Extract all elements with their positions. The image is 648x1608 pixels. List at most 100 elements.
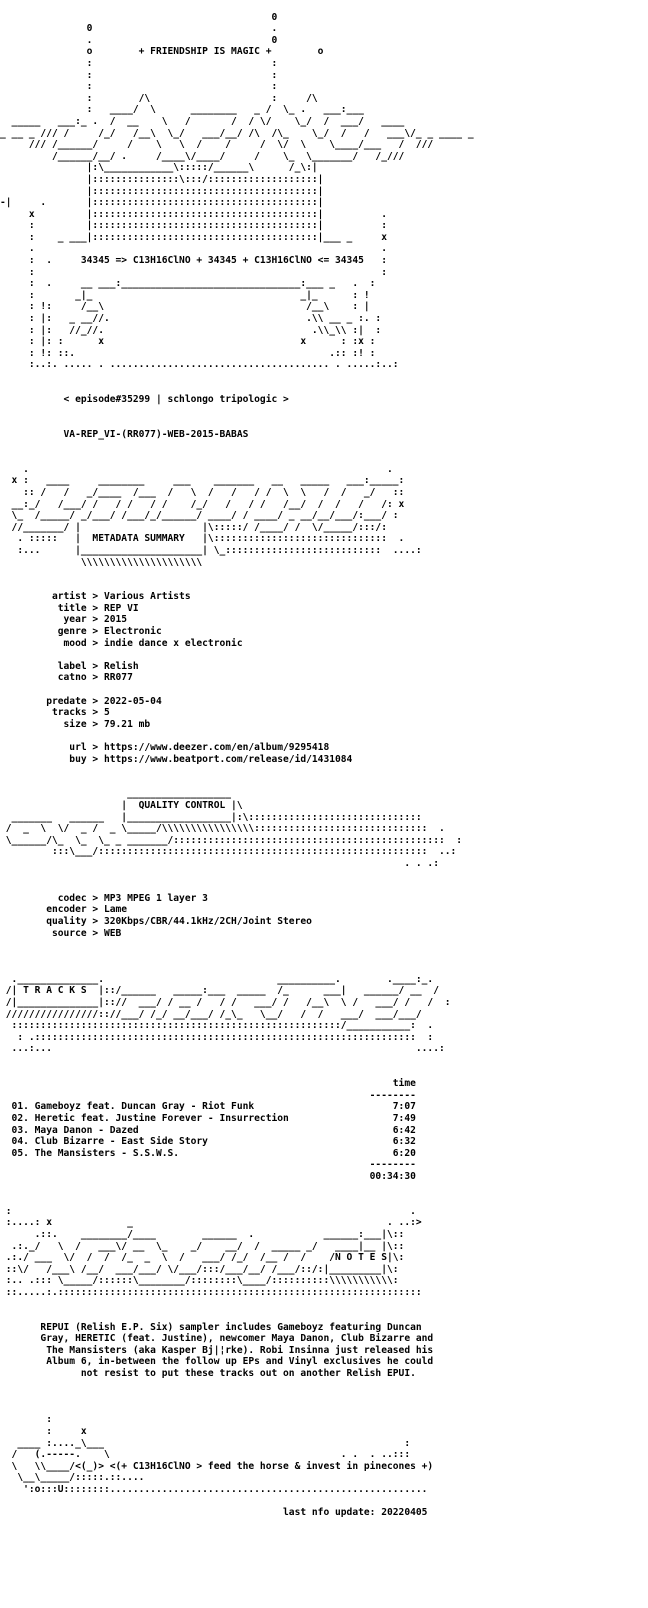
nfo-line: :.. .::: \_____/::::::\________/::::::::… — [0, 1275, 399, 1287]
nfo-line: . . — [0, 463, 393, 475]
nfo-line: : . 34345 => C13H16ClNO + 34345 + C13H16… — [0, 255, 387, 267]
nfo-line: buy > https://www.beatport.com/release/i… — [0, 753, 353, 765]
nfo-line — [0, 1183, 648, 1195]
nfo-line: x : ____ ________ ___ _______ __ _____ _… — [0, 475, 405, 487]
nfo-line: : |:::::::::::::::::::::::::::::::::::::… — [0, 220, 387, 232]
nfo-line: /|______________|::// ___/ / __ / / / __… — [0, 997, 451, 1009]
nfo-line — [0, 649, 648, 661]
nfo-line: : _ ___|::::::::::::::::::::::::::::::::… — [0, 231, 387, 243]
nfo-line: : — [0, 1414, 52, 1426]
nfo-line — [0, 441, 648, 453]
nfo-line: label > Relish — [0, 660, 139, 672]
nfo-line: 0 . — [0, 23, 278, 35]
nfo-line: _____ ___:_ . / __ \ / / / \/ \_/ / ___/… — [0, 115, 405, 127]
nfo-line: : .:::::::::::::::::::::::::::::::::::::… — [0, 1031, 434, 1043]
nfo-line — [0, 1310, 648, 1322]
nfo-line: .::. ________/____ ______ . ______:___|\… — [0, 1228, 405, 1240]
nfo-line: . ::::: | METADATA SUMMARY |\:::::::::::… — [0, 533, 405, 545]
nfo-line: : |: _ __//. .\\ __ _ :. : — [0, 313, 382, 325]
nfo-line: /______/__/ . /____\/____/ / \_ \_______… — [0, 150, 405, 162]
nfo-line: ____ :...._\___ : — [0, 1437, 411, 1449]
nfo-line: .______________. __________. .____:_. — [0, 973, 434, 985]
nfo-line: : x — [0, 1426, 87, 1438]
nfo-line — [0, 1055, 648, 1067]
nfo-line: : !: ::. .:: :! : — [0, 347, 376, 359]
nfo-line: catno > RR077 — [0, 672, 133, 684]
nfo-line: |:::::::::::::::\:::/:::::::::::::::::::… — [0, 173, 324, 185]
nfo-line: predate > 2022-05-04 — [0, 695, 162, 707]
nfo-line — [0, 730, 648, 742]
nfo-line: ::::::::::::::::::::::::::::::::::::::::… — [0, 1020, 434, 1032]
nfo-line: time — [0, 1078, 416, 1090]
nfo-line: __________________ — [0, 788, 232, 800]
nfo-line: __:_/ /___/ / / / / / /_/ / / / /__/ / /… — [0, 498, 405, 510]
nfo-line: . . .: — [0, 857, 439, 869]
nfo-line: : |: : x x : :x : — [0, 336, 376, 348]
nfo-line: :::\___/::::::::::::::::::::::::::::::::… — [0, 846, 457, 858]
nfo-line — [0, 0, 648, 12]
nfo-line — [0, 580, 648, 592]
nfo-line: ::.....:.:::::::::::::::::::::::::::::::… — [0, 1286, 422, 1298]
nfo-line — [0, 881, 648, 893]
nfo-line: 04. Club Bizarre - East Side Story 6:32 — [0, 1136, 416, 1148]
nfo-line: : /\ : /\ — [0, 92, 318, 104]
nfo-line: _______ ______ |__________________|:\:::… — [0, 811, 422, 823]
nfo-line — [0, 568, 648, 580]
nfo-line — [0, 951, 648, 963]
nfo-line: genre > Electronic — [0, 626, 162, 638]
nfo-line — [0, 383, 648, 395]
nfo-line: REPUI (Relish E.P. Six) sampler includes… — [0, 1321, 422, 1333]
nfo-line: / _ \ \/ _ / _ \_____/\\\\\\\\\\\\\\\\::… — [0, 823, 445, 835]
nfo-line: .:./ ___ \/ / / /_ _ \ / ___/ /_/ /__ / … — [0, 1252, 405, 1264]
nfo-line: \______/\_ \_ \_ _ _______/:::::::::::::… — [0, 834, 463, 846]
nfo-line: Gray, HERETIC (feat. Justine), newcomer … — [0, 1333, 434, 1345]
nfo-document: 0 0 . . 0 o + FRIENDSHIP IS MAGIC + o : — [0, 0, 648, 1519]
nfo-line — [0, 1403, 648, 1415]
nfo-line: title > REP VI — [0, 602, 139, 614]
nfo-line: -| . |::::::::::::::::::::::::::::::::::… — [0, 197, 324, 209]
nfo-line: /| T R A C K S |::/______ _____:___ ____… — [0, 985, 439, 997]
nfo-line: |:\____________\:::::/______\ /_\:| — [0, 162, 318, 174]
nfo-line: : : — [0, 69, 278, 81]
nfo-line: 0 — [0, 11, 278, 23]
nfo-line: ...:... ....: — [0, 1043, 445, 1055]
nfo-line: : : — [0, 81, 278, 93]
nfo-line — [0, 1299, 648, 1311]
nfo-line: The Mansisters (aka Kasper Bj|¦rke). Rob… — [0, 1344, 434, 1356]
nfo-line: .:._/ \ / ___\/ __ \_ _/ __/ / _____ _/ … — [0, 1240, 405, 1252]
nfo-line: < episode#35299 | schlongo tripologic > — [0, 394, 289, 406]
nfo-line: \\\\\\\\\\\\\\\\\\\\\ — [0, 556, 203, 568]
nfo-line — [0, 777, 648, 789]
nfo-line: o + FRIENDSHIP IS MAGIC + o — [0, 46, 324, 58]
nfo-line: _ __ _ /// / /_/ /__\ \_/ ___/__/ /\ /\_… — [0, 127, 474, 139]
nfo-line: \ \\____/<(_)> <(+ C13H16ClNO > feed the… — [0, 1460, 434, 1472]
nfo-line — [0, 684, 648, 696]
nfo-line — [0, 1194, 648, 1206]
nfo-line: . . — [0, 243, 387, 255]
nfo-line: tracks > 5 — [0, 707, 110, 719]
nfo-line: :... |_____________________| \_:::::::::… — [0, 544, 422, 556]
nfo-line — [0, 1380, 648, 1392]
nfo-line: 02. Heretic feat. Justine Forever - Insu… — [0, 1113, 416, 1124]
nfo-line: artist > Various Artists — [0, 591, 191, 603]
nfo-line: size > 79.21 mb — [0, 718, 151, 730]
nfo-line: / (.-----. \ . . . ..::: — [0, 1449, 411, 1461]
nfo-line: 05. The Mansisters - S.S.W.S. 6:20 — [0, 1147, 416, 1159]
nfo-line — [0, 765, 648, 777]
nfo-line: : ____/ \ ________ _ / \_ . ___:___ — [0, 104, 364, 116]
nfo-line — [0, 1067, 648, 1079]
nfo-line — [0, 1496, 648, 1508]
nfo-line: : . — [0, 1205, 416, 1217]
nfo-line: \__\_____/:::::.::.... — [0, 1472, 145, 1484]
nfo-line: : : — [0, 266, 387, 278]
nfo-line: mood > indie dance x electronic — [0, 637, 243, 649]
nfo-line: 01. Gameboyz feat. Duncan Gray - Riot Fu… — [0, 1101, 416, 1113]
nfo-line: :: / / _/____ /___ / \ / / / / \ \ / / _… — [0, 486, 405, 498]
nfo-line: : . __ ___:_____________________________… — [0, 278, 376, 290]
nfo-line: | QUALITY CONTROL |\ — [0, 799, 243, 811]
nfo-line: -------- — [0, 1089, 416, 1101]
nfo-line: -------- — [0, 1159, 416, 1171]
nfo-line: : !: /__\ /__\ : | — [0, 301, 370, 313]
nfo-line: url > https://www.deezer.com/en/album/92… — [0, 742, 330, 753]
nfo-line: . 0 — [0, 34, 278, 46]
